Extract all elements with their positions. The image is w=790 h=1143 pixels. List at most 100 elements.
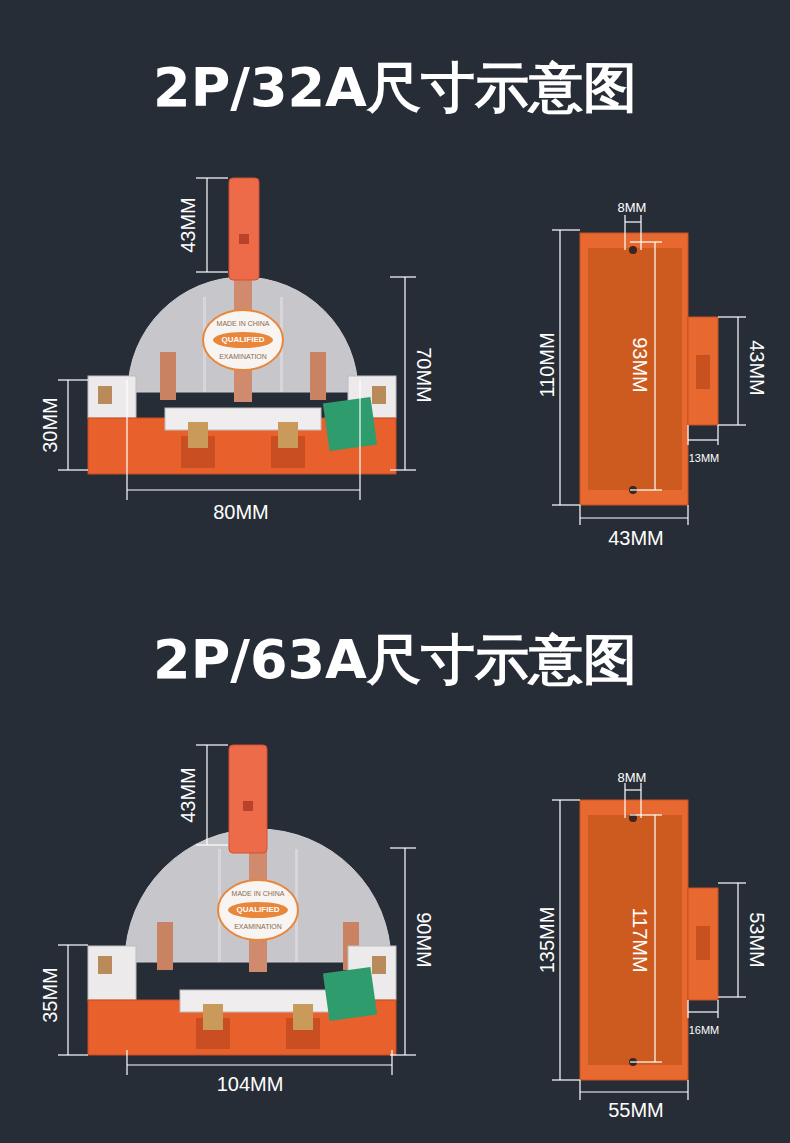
dimension-line (687, 1080, 688, 1100)
dimensions (58, 745, 746, 1100)
knife-switch-front (88, 745, 396, 1055)
dimension-label: 8MM (618, 771, 647, 784)
dimension-line (552, 229, 580, 230)
fuse-screw (278, 422, 298, 448)
dimension-label: 90MM (414, 912, 434, 968)
dimension-label: 80MM (213, 502, 269, 522)
dimension-line (58, 1054, 88, 1055)
copper-clip (310, 352, 326, 400)
terminal-block (88, 376, 136, 418)
side-panel (580, 800, 688, 1080)
dimension-line (718, 882, 746, 883)
copper-clip (157, 922, 173, 970)
dimension-line (624, 215, 625, 250)
dimension-label: 43MM (178, 197, 198, 253)
dimension-label: 117MM (630, 907, 650, 972)
logo-oval (218, 880, 298, 940)
dimension-line (127, 1064, 392, 1065)
tab-opening (696, 926, 710, 960)
dimension-line (688, 1011, 718, 1012)
side-tab (688, 317, 718, 425)
dimension-line (737, 317, 738, 425)
dimension-line (390, 469, 416, 470)
dimension-label: 135MM (537, 907, 557, 974)
dimension-label: 8MM (618, 201, 647, 214)
dimension-line (630, 489, 662, 490)
dimension-line (552, 799, 580, 800)
dimension-line (688, 439, 718, 440)
dimension-line (390, 1054, 416, 1055)
dimension-line (718, 996, 746, 997)
dimension-label: 35MM (40, 967, 60, 1023)
terminal-block (88, 946, 136, 1000)
side-tab (688, 888, 718, 1000)
dimension-label: 30MM (40, 397, 60, 453)
dimension-line (625, 221, 641, 222)
dimension-line (391, 1050, 392, 1075)
dimension-line (206, 745, 207, 845)
dimension-line (126, 380, 127, 470)
rating-sticker (323, 967, 377, 1021)
dimension-line (687, 1000, 688, 1018)
dimension-line (206, 178, 207, 272)
dimension-line (126, 1050, 127, 1075)
product-marking: EXAMINATION (219, 353, 267, 360)
dimension-label: 13MM (689, 453, 720, 464)
dimension-line (404, 848, 405, 1055)
dimension-line (654, 242, 655, 490)
logo-band (213, 332, 273, 348)
dimension-line (630, 241, 662, 242)
dimension-line (654, 815, 655, 1062)
dimension-line (196, 177, 228, 178)
dimension-label: 43MM (747, 340, 767, 396)
dimension-line (127, 489, 360, 490)
dimension-line (359, 380, 360, 470)
dimension-line (552, 504, 580, 505)
product-marking: QUALIFIED (221, 336, 264, 344)
side-window (588, 815, 682, 1065)
dimension-line (630, 1061, 662, 1062)
dimension-line (580, 1091, 688, 1092)
dimension-label: 43MM (608, 528, 664, 548)
terminal-screw (372, 386, 386, 404)
switch-handle (229, 178, 259, 280)
dimension-line (552, 1079, 580, 1080)
dimension-line (625, 789, 641, 790)
dimension-line (359, 470, 360, 500)
dimension-label: 43MM (178, 767, 198, 823)
dimension-line (196, 744, 228, 745)
terminal-screw (372, 956, 386, 974)
dimension-line (58, 379, 88, 380)
logo-oval (203, 310, 283, 370)
dimension-line (126, 470, 127, 500)
knife-switch-side (580, 800, 718, 1080)
logo-band (228, 902, 288, 918)
dimension-line (630, 814, 662, 815)
title: 2P/63A尺寸示意图 (153, 633, 637, 687)
handle-hole (243, 801, 253, 811)
dimension-line (196, 271, 228, 272)
dimension-label: 93MM (630, 337, 650, 393)
dimension-line (390, 276, 416, 277)
product-marking: EXAMINATION (234, 923, 282, 930)
copper-clip (160, 352, 176, 400)
dimension-label: 104MM (217, 1074, 284, 1094)
dimension-line (58, 944, 88, 945)
mount-hole (629, 246, 637, 254)
side-panel (580, 233, 688, 505)
product-marking: QUALIFIED (236, 906, 279, 914)
dimension-line (687, 505, 688, 525)
product-marking: MADE IN CHINA (217, 320, 270, 327)
dimension-line (624, 783, 625, 818)
dimension-line (579, 505, 580, 525)
dimension-label: 53MM (747, 912, 767, 968)
dimension-line (559, 230, 560, 505)
dimension-label: 55MM (608, 1100, 664, 1120)
fuse-screw (293, 1004, 313, 1030)
dimension-line (390, 847, 416, 848)
knife-switch-front (88, 178, 396, 474)
dimension-line (717, 425, 718, 445)
rating-sticker (323, 397, 377, 451)
dimension-line (640, 783, 641, 818)
